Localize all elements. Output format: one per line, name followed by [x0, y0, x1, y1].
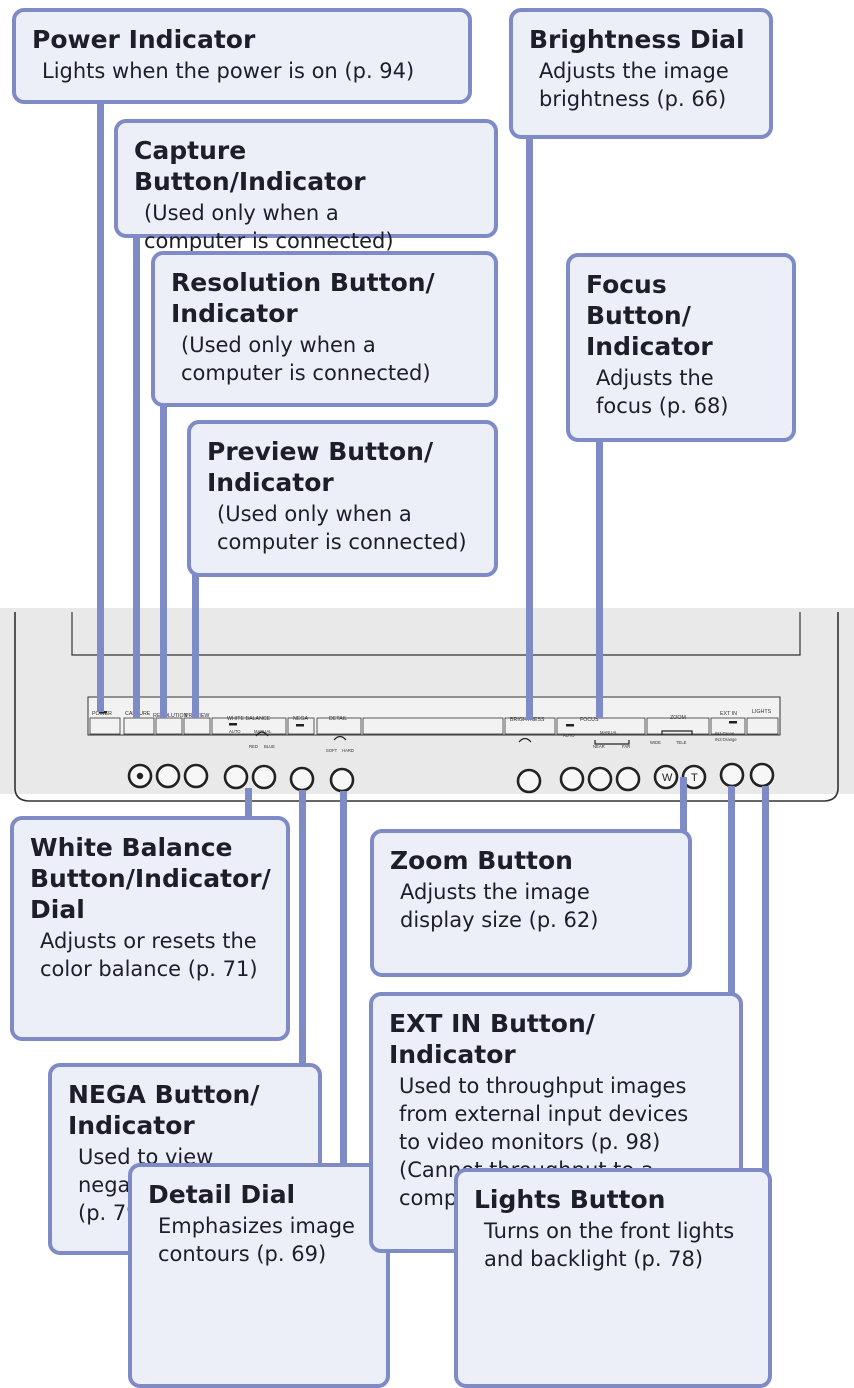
power-indicator-title: Power Indicator [32, 25, 256, 54]
preview-button[interactable] [183, 763, 209, 789]
panel-label-detail-soft: SOFT [326, 748, 338, 753]
detail-callout: Detail Dial Emphasizes image contours (p… [128, 1163, 390, 1388]
lights-leader [762, 786, 769, 1172]
detail-button[interactable] [329, 767, 355, 793]
resolution-callout: Resolution Button/ Indicator (Used only … [151, 251, 498, 407]
zoom-desc: Adjusts the image display size (p. 62) [400, 880, 599, 932]
panel-label-zoom-wide: WIDE [650, 740, 661, 745]
nega-leader [299, 790, 306, 1072]
panel-label-detail: DETAIL [329, 716, 347, 722]
panel-label-ext-in-green: IN1:Green [715, 731, 735, 736]
capture-callout: Capture Button/Indicator (Used only when… [114, 119, 498, 253]
nega-desc: Used to view negative films (p. 79) [78, 1145, 227, 1225]
preview-desc: (Used only when a computer is connected) [217, 502, 467, 554]
panel-label-focus-manual: MANUAL [600, 730, 618, 735]
panel-label-ext-in-orange: IN2:Orange [715, 737, 737, 742]
ext-in-button[interactable] [719, 762, 745, 788]
screen-frame [71, 612, 801, 656]
preview-leader [192, 575, 199, 718]
control-strip [87, 696, 781, 736]
zoom-wide-button[interactable] [653, 764, 679, 790]
resolution-leader [160, 405, 167, 718]
power-indicator-callout: Power Indicator Lights when the power is… [12, 8, 472, 104]
power-leader [97, 102, 104, 712]
panel-label-focus-auto: AUTO [563, 733, 575, 738]
dial-arcs [255, 730, 693, 745]
focus-leader [596, 440, 603, 718]
resolution-button[interactable] [155, 763, 181, 789]
capture-title: Capture Button/Indicator [134, 136, 366, 196]
focus-auto-button[interactable] [559, 766, 585, 792]
indicator-leds [99, 711, 737, 727]
panel-label-wb-blue: BLUE [264, 744, 275, 749]
nega-button[interactable] [289, 766, 315, 792]
detail-leader [340, 791, 347, 1167]
panel-label-focus-far: FAR [622, 744, 630, 749]
white-balance-dial-button[interactable] [251, 764, 277, 790]
lights-button[interactable] [749, 762, 775, 788]
focus-callout: Focus Button/ Indicator Adjusts the focu… [566, 253, 796, 442]
panel-label-focus: FOCUS [580, 717, 599, 723]
zoom-leader [680, 777, 687, 833]
white-balance-callout: White Balance Button/Indicator/ Dial Adj… [10, 816, 290, 1041]
ext-in-title: EXT IN Button/ Indicator [389, 1009, 595, 1069]
zoom-title: Zoom Button [390, 846, 573, 875]
preview-title: Preview Button/ Indicator [207, 437, 434, 497]
panel-label-resolution: RESOLUTION [153, 713, 188, 719]
nega-title: NEGA Button/ Indicator [68, 1080, 260, 1140]
panel-label-wb-manual: MANUAL [254, 729, 272, 734]
detail-title: Detail Dial [148, 1180, 296, 1209]
preview-callout: Preview Button/ Indicator (Used only whe… [187, 420, 498, 577]
detail-desc: Emphasizes image contours (p. 69) [158, 1214, 355, 1266]
capture-leader [133, 236, 140, 718]
white-balance-leader [245, 788, 252, 818]
panel-label-brightness: BRIGHTNESS [510, 717, 545, 723]
resolution-title: Resolution Button/ Indicator [171, 268, 435, 328]
lights-callout: Lights Button Turns on the front lights … [454, 1168, 772, 1388]
brightness-callout: Brightness Dial Adjusts the image bright… [509, 8, 773, 139]
brightness-button[interactable] [516, 768, 542, 794]
panel-label-focus-near: NEAR [593, 744, 605, 749]
capture-desc: (Used only when a computer is connected) [144, 201, 394, 253]
white-balance-button[interactable] [223, 764, 249, 790]
panel-label-ext-in: EXT IN [720, 711, 737, 717]
panel-label-zoom-tele: TELE [676, 740, 687, 745]
lights-desc: Turns on the front lights and backlight … [484, 1219, 735, 1271]
panel-label-lights: LIGHTS [752, 709, 772, 715]
focus-desc: Adjusts the focus (p. 68) [596, 366, 729, 418]
lights-title: Lights Button [474, 1185, 666, 1214]
panel-outline [14, 612, 839, 802]
zoom-callout: Zoom Button Adjusts the image display si… [370, 829, 692, 977]
white-balance-desc: Adjusts or resets the color balance (p. … [40, 929, 258, 981]
strip-dividers [89, 717, 779, 735]
panel-label-power: POWER [92, 711, 112, 717]
brightness-title: Brightness Dial [529, 25, 745, 54]
zoom-tele-button-label: T [691, 772, 698, 784]
panel-label-detail-hard: HARD [342, 748, 354, 753]
panel-label-wb-auto: AUTO [229, 729, 241, 734]
focus-title: Focus Button/ Indicator [586, 270, 713, 361]
panel-label-wb-red: RED [249, 744, 258, 749]
power-indicator-desc: Lights when the power is on (p. 94) [42, 59, 415, 83]
zoom-wide-button-label: W [662, 772, 673, 784]
focus-near-button[interactable] [587, 766, 613, 792]
panel-label-white-balance: WHITE BALANCE [227, 716, 271, 722]
capture-button-dot [136, 772, 144, 780]
panel-label-zoom: ZOOM [670, 715, 686, 721]
panel-label-nega: NEGA [293, 716, 308, 722]
brightness-desc: Adjusts the image brightness (p. 66) [539, 59, 729, 111]
resolution-desc: (Used only when a computer is connected) [181, 333, 431, 385]
brightness-leader [526, 137, 533, 720]
focus-far-button[interactable] [615, 766, 641, 792]
ext-in-leader [728, 786, 735, 995]
white-balance-title: White Balance Button/Indicator/ Dial [30, 833, 271, 924]
